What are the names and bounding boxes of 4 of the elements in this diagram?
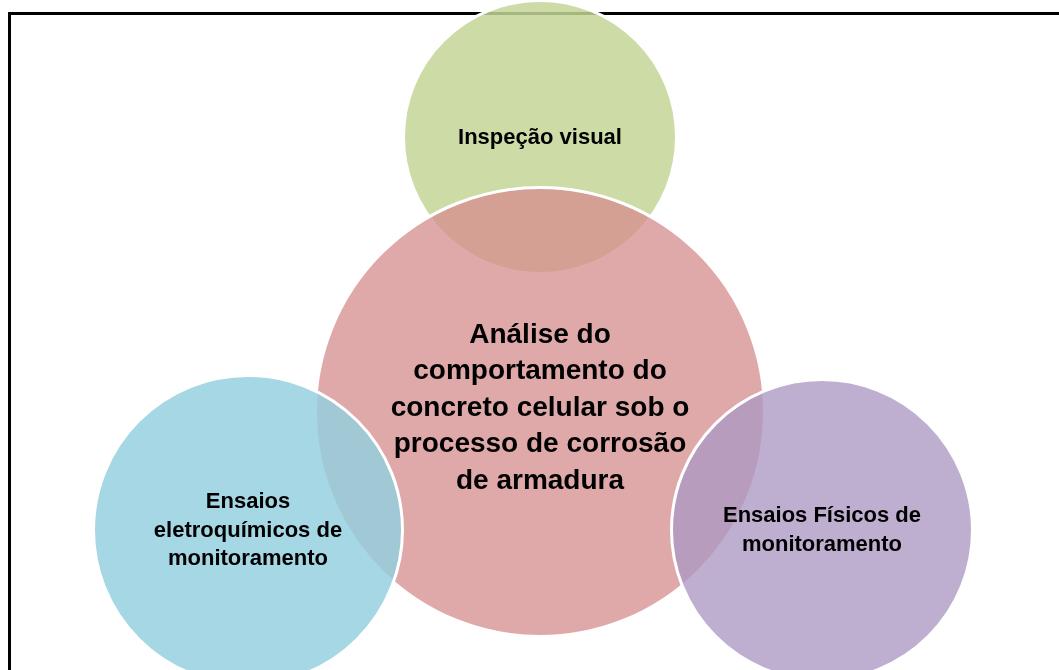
circle-label: Análise do comportamento do concreto celular sob o processo de corrosão de armadura xyxy=(389,317,691,497)
circle-label: Inspeção visual xyxy=(457,122,623,151)
circle-label: Ensaios Físicos de monitoramento xyxy=(721,501,923,558)
circle-label: Ensaios eletroquímicos de monitoramento xyxy=(152,487,344,573)
